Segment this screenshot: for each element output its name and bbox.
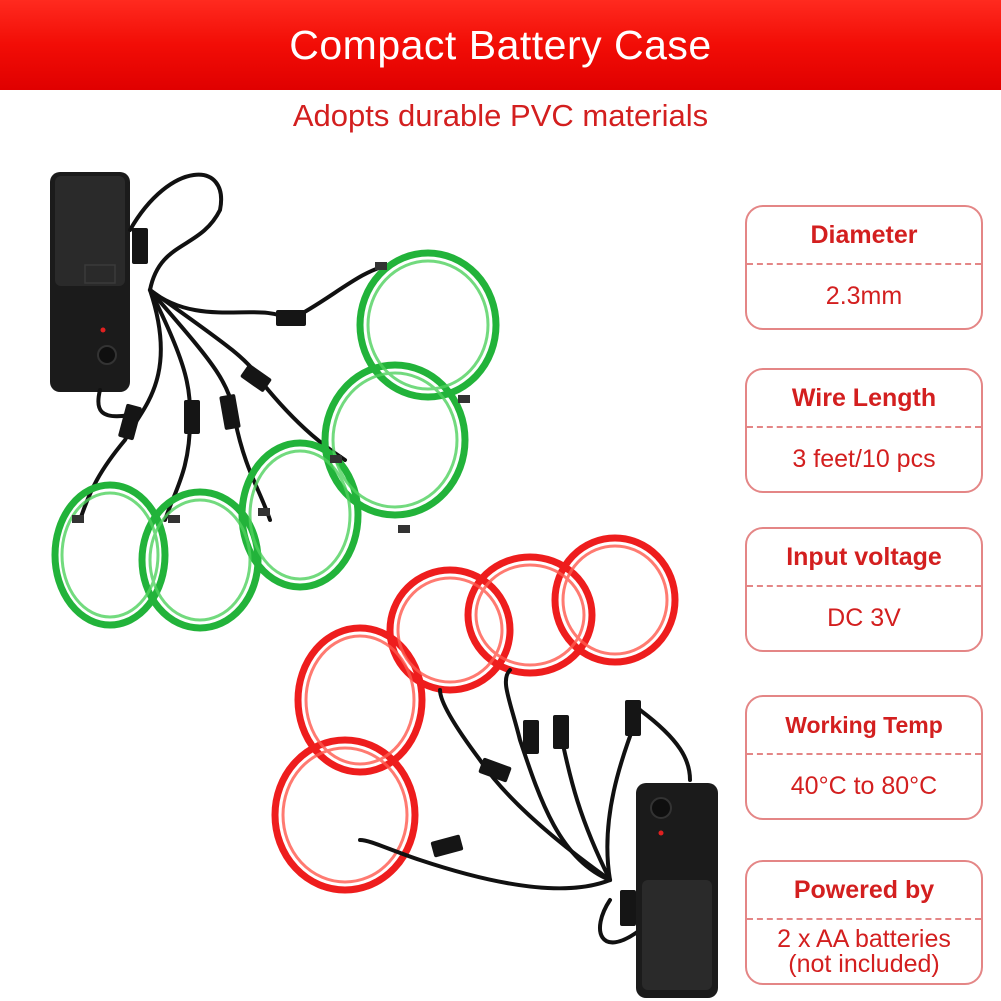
battery-case-icon [636, 783, 718, 998]
spec-card-working-temp: Working Temp 40°C to 80°C [745, 695, 983, 820]
page-title: Compact Battery Case [289, 21, 712, 68]
spec-value: 2 x AA batteries [777, 924, 951, 953]
spec-value: 2.3mm [825, 282, 903, 310]
red-wire-set [271, 534, 718, 998]
spec-value-group: 2 x AA batteries (not included) [747, 920, 981, 983]
spec-label: Working Temp [747, 697, 981, 755]
spec-card-input-voltage: Input voltage DC 3V [745, 527, 983, 652]
battery-case-icon [50, 172, 130, 392]
spec-label: Input voltage [747, 529, 981, 587]
spec-label: Diameter [747, 207, 981, 265]
spec-label: Wire Length [747, 370, 981, 428]
page-subtitle: Adopts durable PVC materials [292, 98, 709, 133]
spec-card-powered-by: Powered by 2 x AA batteries (not include… [745, 860, 983, 985]
spec-value: 40°C to 80°C [790, 772, 938, 800]
green-wire-set [50, 172, 500, 632]
spec-card-wire-length: Wire Length 3 feet/10 pcs [745, 368, 983, 493]
spec-value: 3 feet/10 pcs [792, 445, 936, 473]
spec-value-note: (not included) [788, 949, 940, 978]
spec-label: Powered by [747, 862, 981, 920]
spec-card-diameter: Diameter 2.3mm [745, 205, 983, 330]
spec-value: DC 3V [827, 604, 901, 632]
header-banner: Compact Battery Case [0, 0, 1001, 90]
